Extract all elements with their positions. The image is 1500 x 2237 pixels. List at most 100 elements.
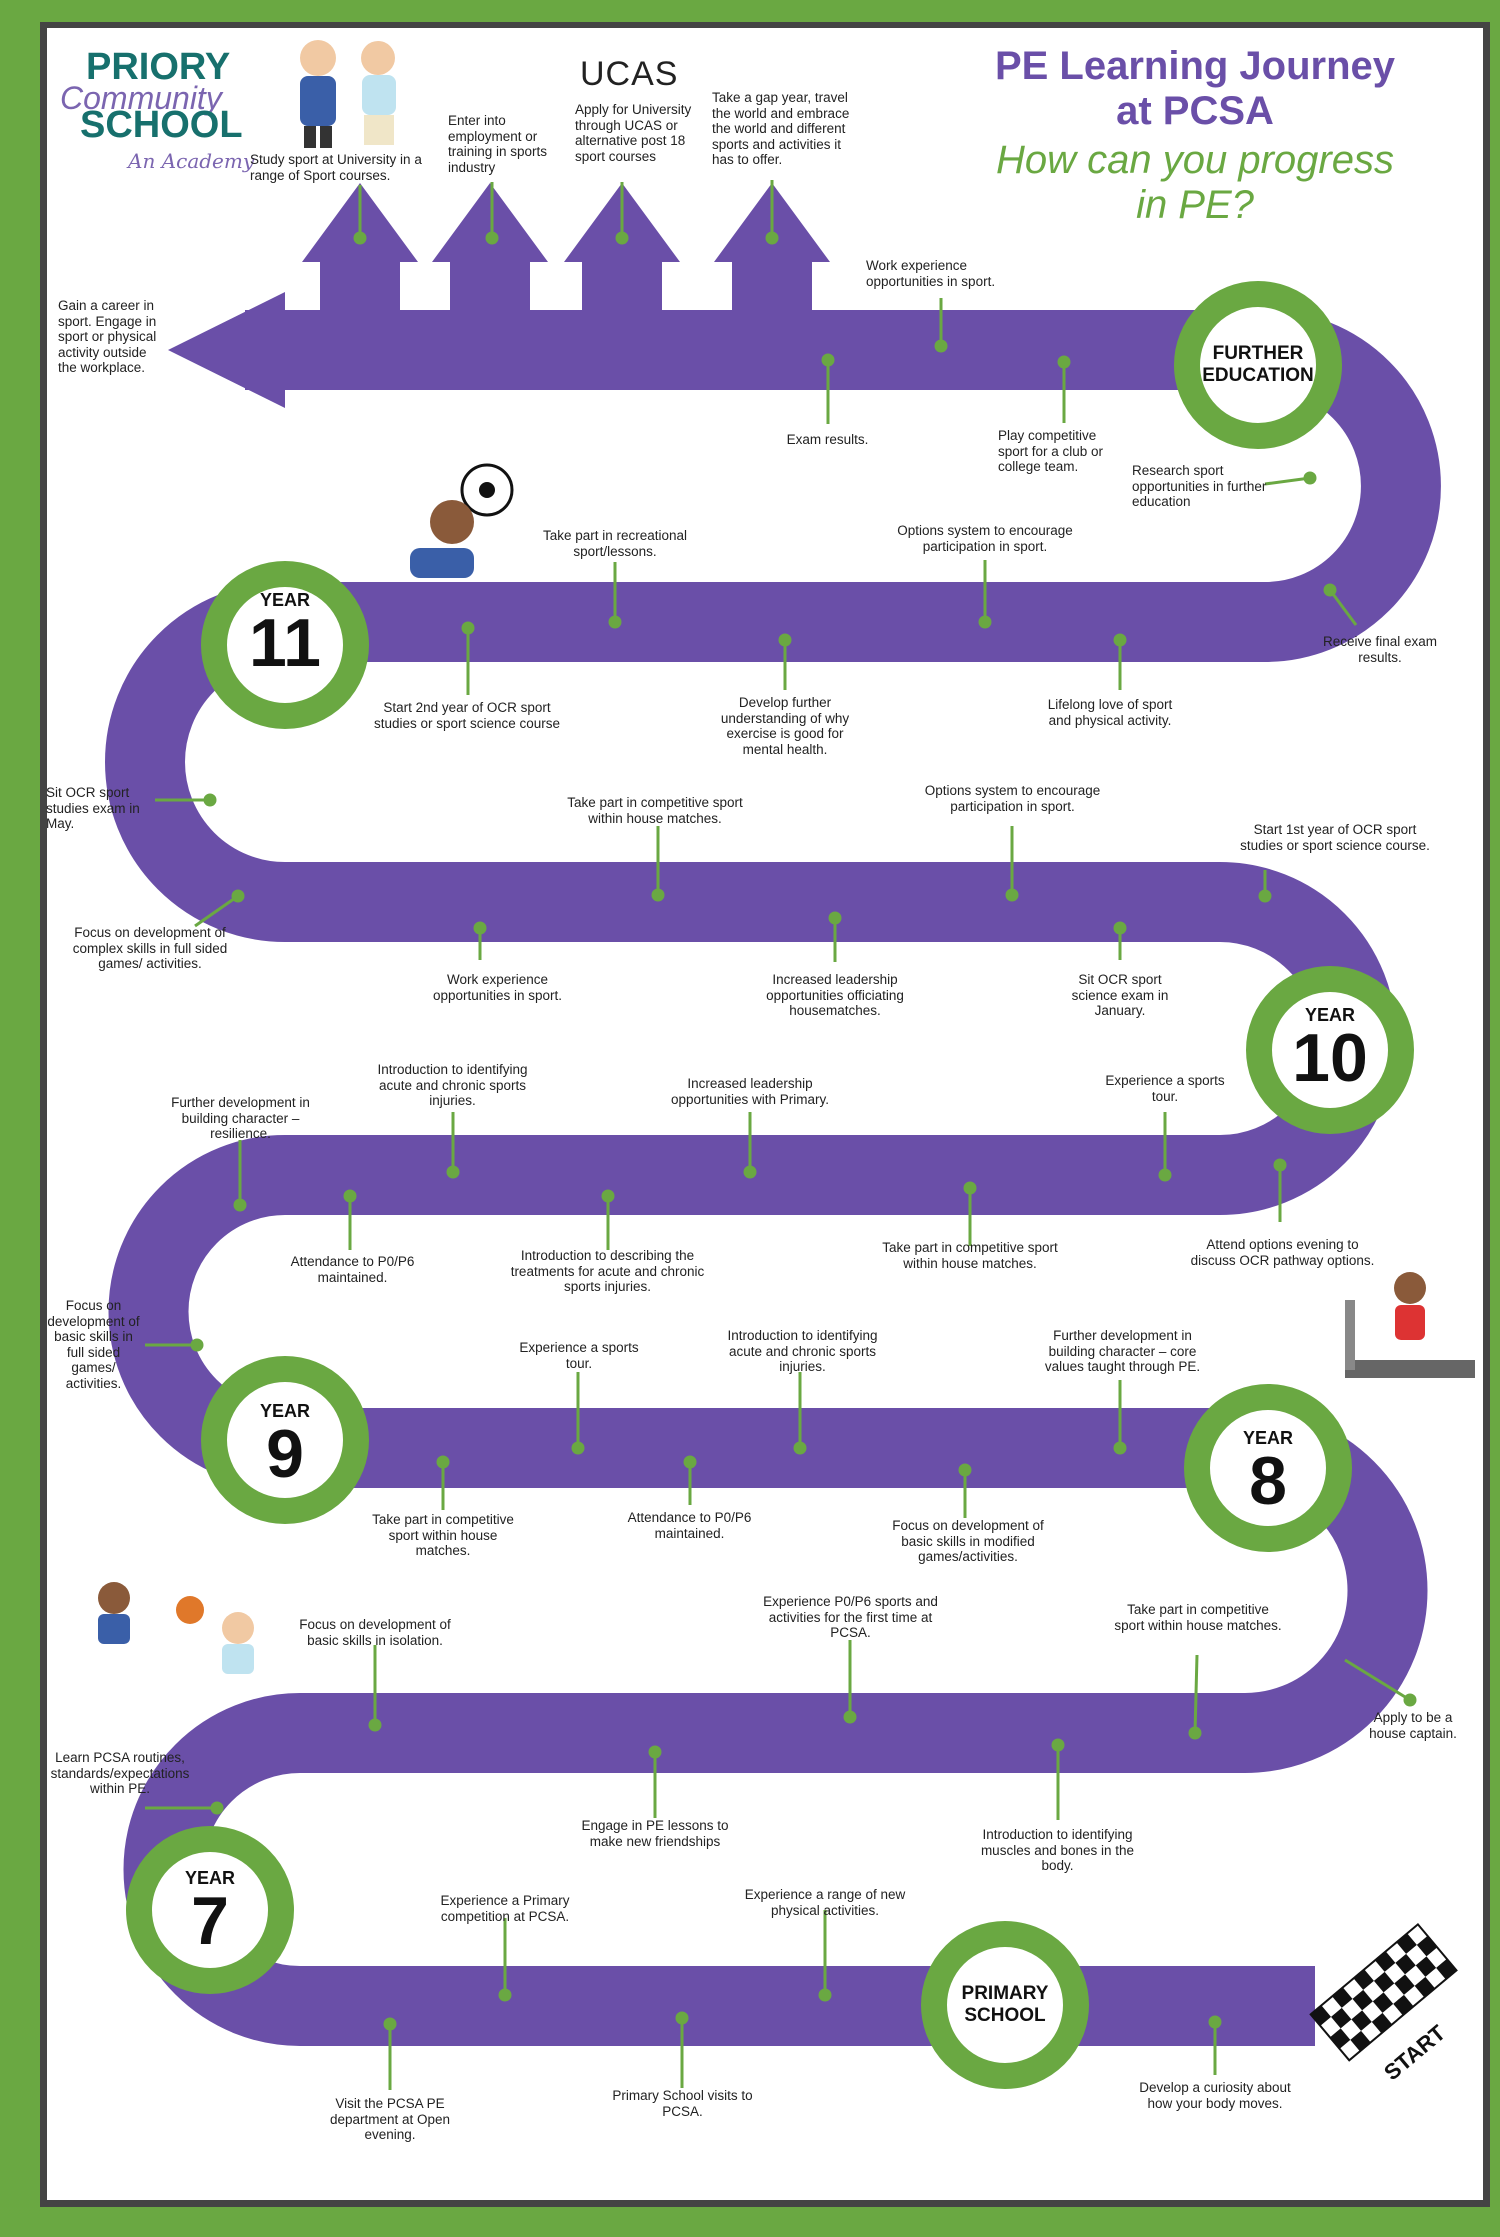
arrow-employment <box>432 183 548 312</box>
label-career: Gain a career in sport. Engage in sport … <box>58 298 157 375</box>
student-figures-icon <box>300 40 396 148</box>
year10-circle <box>1246 966 1414 1134</box>
label-fe-work-exp: Work experience opportunities in sport. <box>866 258 996 289</box>
label-y7-primary-comp: Experience a Primary competition at PCSA… <box>440 1893 570 1924</box>
label-y10-tour: Experience a sports tour. <box>1105 1073 1225 1104</box>
stage-year8-label: YEAR <box>1242 1428 1293 1448</box>
subtitle-line-1: How can you progress <box>996 138 1394 182</box>
label-y11-lifelong: Lifelong love of sport and physical acti… <box>1047 697 1173 728</box>
label-y7-primary-visits: Primary School visits to PCSA. <box>612 2088 753 2119</box>
stage-further-education: FURTHER EDUCATION <box>1187 343 1329 387</box>
year11-circle <box>201 561 369 729</box>
label-y11-start2nd: Start 2nd year of OCR sport studies or s… <box>373 700 561 731</box>
label-y10-attendance: Attendance to P0/P6 maintained. <box>290 1254 415 1285</box>
label-y8-captain: Apply to be a house captain. <box>1369 1710 1457 1741</box>
label-y10-attend-options: Attend options evening to discuss OCR pa… <box>1190 1237 1375 1268</box>
career-arrowhead <box>168 292 285 408</box>
label-y8-isolation: Focus on development of basic skills in … <box>299 1617 451 1648</box>
stage-year10-label: YEAR <box>1304 1005 1355 1025</box>
year9-circle <box>201 1356 369 1524</box>
arrow-university <box>302 183 418 312</box>
stage-fe-line1: FURTHER <box>1212 343 1304 364</box>
stage-fe-line2: EDUCATION <box>1202 365 1314 386</box>
label-y10-treatments: Introduction to describing the treatment… <box>510 1248 705 1294</box>
label-y8-p0p6: Experience P0/P6 sports and activities f… <box>763 1594 938 1640</box>
label-y8-house: Take part in competitive sport within ho… <box>1114 1602 1282 1633</box>
label-y9-core-values: Further development in building characte… <box>1044 1328 1201 1374</box>
basketball-players-icon <box>98 1582 254 1674</box>
page-subtitle: How can you progress in PE? <box>900 138 1490 228</box>
label-y11-complex: Focus on development of complex skills i… <box>72 925 228 971</box>
label-fe-exam-results: Exam results. <box>786 432 869 447</box>
label-y10-house2: Take part in competitive sport within ho… <box>882 1240 1058 1271</box>
treadmill-icon <box>1345 1272 1475 1378</box>
stage-year7-label: YEAR <box>184 1868 235 1888</box>
year7-circle <box>126 1826 294 1994</box>
subtitle-line-2: in PE? <box>1136 183 1254 227</box>
logo-academy-text: An Academy <box>128 149 255 173</box>
label-y10-sit-ocr: Sit OCR sport science exam in January. <box>1071 972 1169 1018</box>
label-y8-muscles: Introduction to identifying muscles and … <box>980 1827 1135 1873</box>
label-y11-final-results: Receive final exam results. <box>1322 634 1438 665</box>
label-y10-start1st: Start 1st year of OCR sport studies or s… <box>1240 822 1430 853</box>
primary-circle <box>921 1921 1089 2089</box>
label-y9-basic-full: Focus on development of basic skills in … <box>47 1298 140 1391</box>
label-y8-friendships: Engage in PE lessons to make new friends… <box>581 1818 729 1849</box>
label-y7-curiosity: Develop a curiosity about how your body … <box>1139 2080 1291 2111</box>
label-y9-house: Take part in competitive sport within ho… <box>372 1512 514 1558</box>
stage-year7-number: 7 <box>191 1883 229 1959</box>
stage-year9-label: YEAR <box>259 1401 310 1421</box>
label-y10-injuries: Introduction to identifying acute and ch… <box>377 1062 528 1108</box>
stage-primary-school: PRIMARY SCHOOL <box>934 1983 1076 2027</box>
start-flag-icon <box>1309 1922 1458 2062</box>
label-y10-leadership: Increased leadership opportunities offic… <box>766 972 904 1018</box>
label-gap-year: Take a gap year, travel the world and em… <box>712 90 850 167</box>
logo-school-text: SCHOOL <box>80 104 243 146</box>
label-y7-range: Experience a range of new physical activ… <box>744 1887 906 1918</box>
stage-year10-number: 10 <box>1292 1020 1368 1096</box>
label-y11-sit-ocr: Sit OCR sport studies exam in May. <box>46 785 140 831</box>
label-y9-injuries: Introduction to identifying acute and ch… <box>727 1328 878 1374</box>
page-title: PE Learning Journey at PCSA <box>900 44 1490 134</box>
stage-year11-number: 11 <box>249 605 321 681</box>
stage-year9-number: 9 <box>266 1416 304 1492</box>
label-y8-routines: Learn PCSA routines, standards/expectati… <box>50 1750 190 1796</box>
road-segment-y7 <box>123 1693 1315 2046</box>
stage-year8: YEAR 8 <box>1197 1428 1339 1519</box>
label-university: Study sport at University in a range of … <box>250 152 422 183</box>
stage-primary-line2: SCHOOL <box>964 2005 1046 2026</box>
stage-year11-label: YEAR <box>259 590 310 610</box>
title-line-2: at PCSA <box>1116 89 1274 133</box>
label-y10-resilience: Further development in building characte… <box>171 1095 310 1141</box>
logo-priory-text: PRIORY <box>86 46 231 88</box>
stage-year7: YEAR 7 <box>139 1868 281 1959</box>
label-employment: Enter into employment or training in spo… <box>448 113 548 175</box>
stage-year8-number: 8 <box>1249 1443 1287 1519</box>
year8-circle <box>1184 1384 1352 1552</box>
title-line-1: PE Learning Journey <box>994 44 1396 88</box>
football-player-icon <box>410 463 514 578</box>
stage-year11: YEAR 11 <box>214 590 356 681</box>
label-y10-options: Options system to encourage participatio… <box>924 783 1101 814</box>
stage-year10: YEAR 10 <box>1259 1005 1401 1096</box>
label-fe-play-comp: Play competitive sport for a club or col… <box>998 428 1104 474</box>
label-y10-work-exp: Work experience opportunities in sport. <box>432 972 563 1003</box>
label-y9-attendance: Attendance to P0/P6 maintained. <box>627 1510 752 1541</box>
label-y11-mental: Develop further understanding of why exe… <box>720 695 850 757</box>
ucas-logo: UCAS <box>580 55 679 93</box>
label-y9-tour: Experience a sports tour. <box>519 1340 639 1371</box>
stage-primary-line1: PRIMARY <box>961 1983 1049 2004</box>
label-ucas-apply: Apply for University through UCAS or alt… <box>575 102 692 164</box>
label-y10-house: Take part in competitive sport within ho… <box>567 795 743 826</box>
label-y9-modified: Focus on development of basic skills in … <box>892 1518 1044 1564</box>
arrow-ucas <box>564 183 680 312</box>
fe-circle <box>1174 281 1342 449</box>
logo-community-text: Community <box>60 80 222 116</box>
label-y10-leadership-primary: Increased leadership opportunities with … <box>670 1076 830 1107</box>
label-y11-recreational: Take part in recreational sport/lessons. <box>542 528 688 559</box>
label-fe-research: Research sport opportunities in further … <box>1132 463 1267 509</box>
stage-year9: YEAR 9 <box>214 1401 356 1492</box>
label-y11-options: Options system to encourage participatio… <box>897 523 1073 554</box>
arrow-gapyear <box>714 183 830 312</box>
